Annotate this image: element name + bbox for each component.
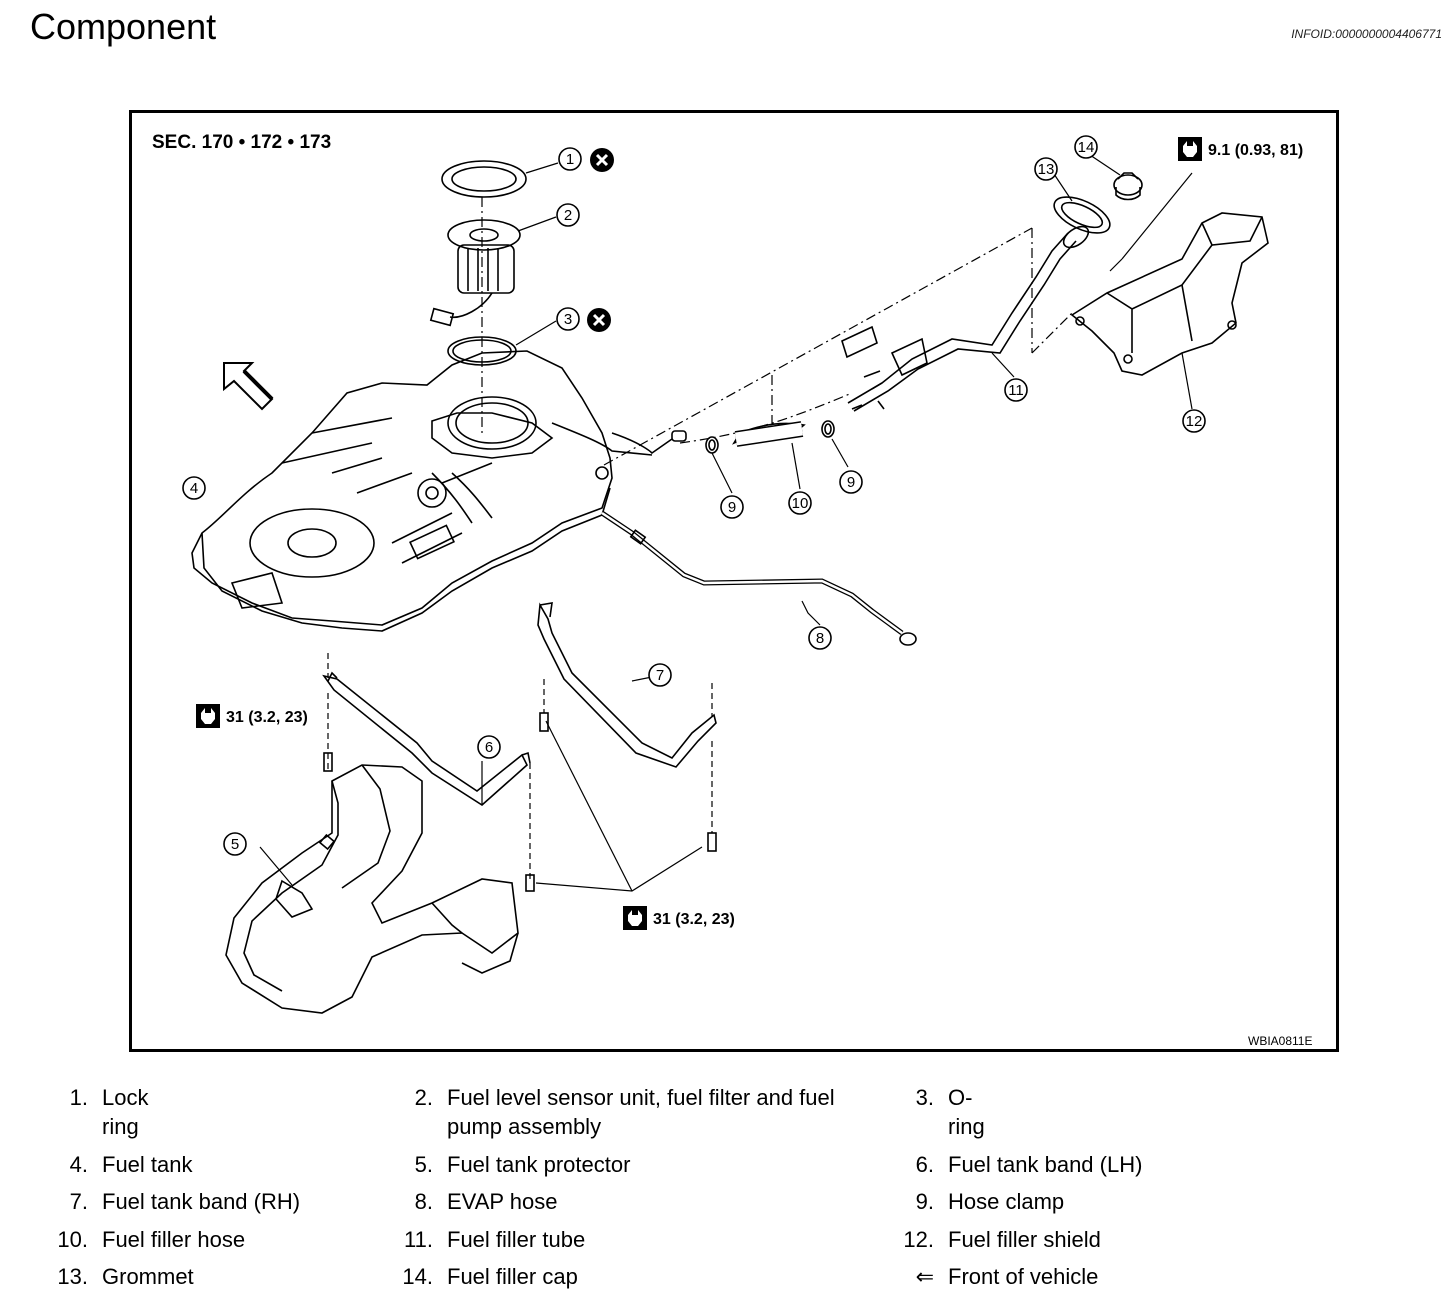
svg-text:8: 8 [816,630,824,647]
svg-text:10: 10 [792,495,809,512]
evap-hose [600,510,917,646]
fuel-tank-band-rh [537,602,717,768]
legend-number: 4. [69,1152,88,1177]
svg-text:6: 6 [485,739,493,756]
callout-14: 14 [1074,135,1098,159]
legend-label: EVAP hose [447,1189,558,1214]
legend-label: Fuel filler cap [447,1264,578,1289]
svg-text:5: 5 [231,836,239,853]
torque-value-shield: 9.1 (0.93, 81) [1208,142,1303,159]
legend-label: Fuel filler shield [948,1227,1101,1252]
legend-label: Hose clamp [948,1189,1065,1214]
svg-text:3: 3 [564,311,572,328]
svg-text:2: 2 [564,207,572,224]
callout-5: 5 [223,832,247,856]
legend-label: Fuel tank band (RH) [102,1189,301,1214]
front-arrow-icon [223,362,274,411]
component-diagram: SEC. 170 • 172 • 173 [129,110,1339,1052]
hose-clamp-right [821,420,835,438]
fuel-filler-cap [1113,172,1143,201]
svg-text:1: 1 [566,151,574,168]
fuel-tank-protector [225,764,519,1014]
fuel-filler-tube [841,225,1090,412]
callout-12: 12 [1182,409,1206,433]
torque-spec-band-rh: 31 (3.2, 23) [622,905,735,931]
legend-number: 7. [69,1189,88,1214]
fuel-filler-shield [1070,212,1269,376]
torque-value-band-lh: 31 (3.2, 23) [226,709,308,726]
fuel-tank-band-lh [322,671,531,807]
svg-text:9: 9 [728,499,736,516]
fuel-filler-hose [732,421,806,447]
legend-label: Fuel level sensor unit, fuel filter and … [447,1085,835,1110]
page-title: Component [30,6,217,47]
callout-4: 4 [182,476,206,500]
info-id: INFOID:0000000004406771 [1291,27,1442,41]
svg-text:12: 12 [1186,413,1203,430]
bolts [323,653,717,892]
legend-label: Grommet [102,1264,194,1289]
legend-number: 2. [414,1085,433,1110]
legend-label: Fuel tank band (LH) [948,1152,1143,1177]
callout-11: 11 [1004,378,1028,402]
fuel-tank [191,350,653,632]
legend-number: 6. [915,1152,934,1177]
legend-label-continued: pump assembly [447,1114,602,1139]
callout-1: 1 [558,147,582,171]
legend-number: 14. [402,1264,433,1289]
legend-label: Fuel tank [102,1152,193,1177]
legend-label: O-ring [948,1085,985,1139]
callout-7: 7 [648,663,672,687]
callout-9a: 9 [720,495,744,519]
svg-text:14: 14 [1078,139,1095,156]
no-reuse-icon [588,146,616,174]
lock-ring [441,160,527,198]
legend-label: Front of vehicle [948,1264,1099,1289]
callout-leaders [259,154,1193,886]
svg-text:9: 9 [847,474,855,491]
legend-number: 3. [915,1085,934,1110]
callouts: 1 2 3 4 5 6 7 8 9 9 10 11 12 13 14 [182,135,1206,856]
figure-code: WBIA0811E [1248,1034,1312,1048]
legend-label: Lock ring [102,1085,149,1139]
torque-spec-shield: 9.1 (0.93, 81) [1177,136,1303,162]
svg-text:11: 11 [1008,382,1024,399]
fuel-pump-assembly [429,219,521,327]
callout-3: 3 [556,307,580,331]
callout-10: 10 [788,491,812,515]
no-reuse-icon [585,306,613,334]
legend-number: 13. [57,1264,88,1289]
grommet [1053,196,1111,234]
legend-label: Fuel filler tube [447,1227,586,1252]
callout-8: 8 [808,626,832,650]
hose-clamp-left [705,436,719,454]
svg-text:4: 4 [190,480,198,497]
legend-number: 5. [414,1152,433,1177]
torque-spec-band-lh: 31 (3.2, 23) [195,703,308,729]
legend-number: 8. [414,1189,433,1214]
legend-label: Fuel tank protector [447,1152,631,1177]
callout-13: 13 [1034,157,1058,181]
legend-number: 1. [69,1085,88,1110]
svg-text:7: 7 [656,667,664,684]
legend-number: 9. [915,1189,934,1214]
svg-text:13: 13 [1038,161,1055,178]
callout-9b: 9 [839,470,863,494]
legend-number: 11. [404,1227,433,1252]
legend-number: 12. [903,1227,934,1252]
front-arrow-legend-icon: ⇐ [915,1264,934,1289]
section-label: SEC. 170 • 172 • 173 [152,132,331,153]
callout-2: 2 [556,203,580,227]
torque-value-band-rh: 31 (3.2, 23) [653,911,735,928]
legend-number: 10. [57,1227,88,1252]
legend-label: Fuel filler hose [102,1227,246,1252]
callout-6: 6 [477,735,501,759]
